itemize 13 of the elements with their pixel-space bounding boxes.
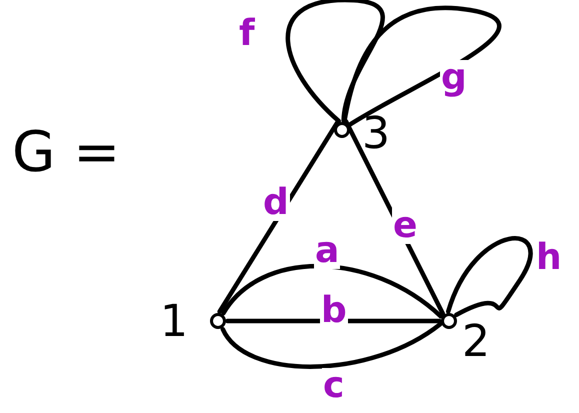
edge-label: d <box>262 185 290 221</box>
graph-name: G = <box>12 125 120 181</box>
vertex-number: 3 <box>362 112 390 156</box>
graph-edge <box>286 0 385 124</box>
graph-edge <box>221 264 444 319</box>
graph-edge <box>220 322 442 369</box>
graph-edge <box>446 236 533 318</box>
edge-label: e <box>392 208 418 244</box>
vertex-circle <box>210 312 226 328</box>
edge-label: g <box>440 60 468 96</box>
vertex-number: 2 <box>462 320 490 364</box>
vertex-number: 1 <box>160 300 188 344</box>
graph-edge <box>225 318 442 324</box>
